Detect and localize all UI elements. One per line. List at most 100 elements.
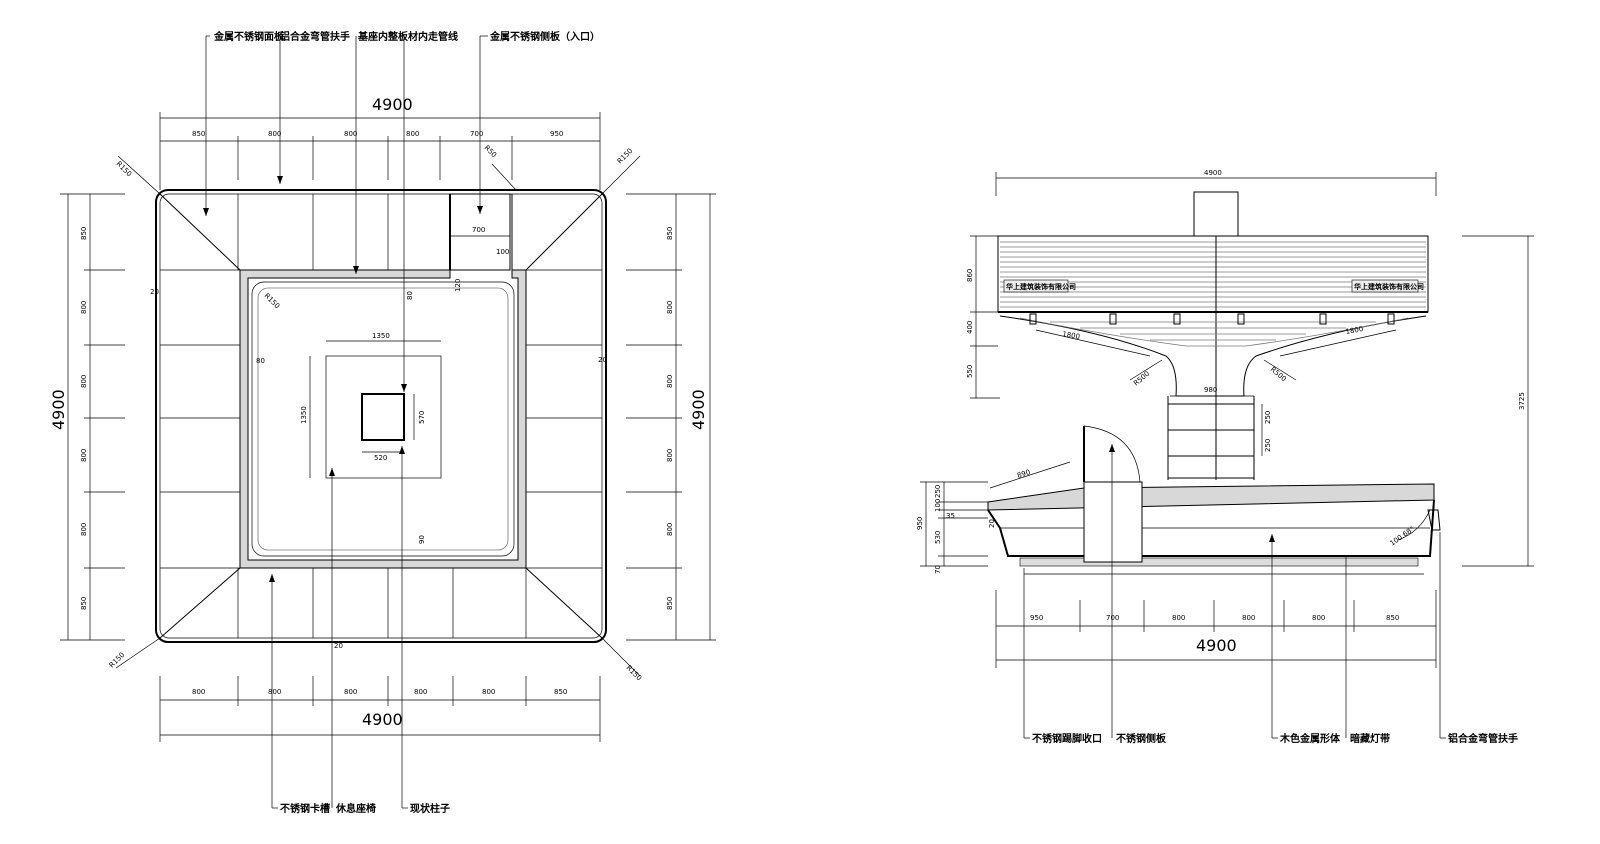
plan-top-overall: 4900 — [372, 95, 413, 114]
callout-side-panel: 不锈钢侧板 — [1116, 732, 1167, 745]
plan-left-seg-4: 800 — [80, 523, 88, 536]
callout-steel-panel: 金属不锈钢面板 — [213, 30, 285, 43]
base-body — [987, 499, 1435, 557]
callout-slot: 不锈钢卡槽 — [280, 802, 330, 815]
plan-right-dims — [626, 193, 716, 641]
callout-column: 现状柱子 — [410, 802, 450, 815]
plan-bottom-seg-2: 800 — [344, 688, 357, 696]
base-top-surface — [987, 483, 1435, 511]
elev-bottom-overall: 4900 — [1196, 636, 1237, 655]
inner-seat-edge — [251, 281, 515, 557]
arrow-4 — [401, 384, 407, 392]
arrow-1 — [203, 208, 209, 216]
plan-left-dims — [60, 193, 125, 641]
callout-pipe: 基座内整板材内走管线 — [357, 30, 458, 43]
bench-len-line — [989, 461, 1071, 489]
plan-bottom-dims — [159, 676, 601, 742]
angle-label: 100.68° — [1389, 525, 1417, 548]
elev-bottom-dims — [995, 590, 1437, 668]
sign-right: 华上建筑装饰有限公司 — [1354, 282, 1424, 291]
dim-120: 120 — [454, 279, 462, 292]
callout-entrance-panel: 金属不锈钢侧板（入口） — [489, 30, 600, 43]
plan-bottom-seg-5: 850 — [554, 688, 567, 696]
canopy-hatch — [1050, 321, 1376, 341]
arrow-e2 — [1269, 534, 1275, 542]
plan-left-seg-3: 800 — [80, 449, 88, 462]
arrow-e1 — [1109, 444, 1115, 452]
r50-label: R50 — [483, 144, 498, 159]
elev-left-top-dims — [970, 235, 1000, 399]
callout-wood-metal: 木色金属形体 — [1279, 732, 1341, 745]
plan-bottom-seg-3: 800 — [414, 688, 427, 696]
dim-left-20: 20 — [150, 288, 159, 296]
dim-1350-h: 1350 — [372, 332, 390, 340]
elev-top-overall: 4900 — [1204, 169, 1222, 177]
inner-r-label: R150 — [263, 292, 282, 311]
callout-rail: 铝合金弯管扶手 — [1448, 732, 1518, 745]
canopy-slats — [1000, 241, 1426, 308]
door-swing — [1083, 425, 1141, 483]
dim-100: 100 — [496, 248, 509, 256]
arrow-6 — [269, 574, 275, 582]
elevation-view: 华上建筑装饰有限公司 华上建筑装饰有限公司 4900 — [916, 169, 1534, 745]
dim-right-20: 20 — [598, 356, 607, 364]
elev-seg-2: 800 — [1172, 614, 1185, 622]
corner-diag-br — [525, 567, 603, 639]
r-label-tl: R150 — [115, 160, 134, 179]
plan-left-seg-1: 800 — [80, 301, 88, 314]
r500-left: R500 — [1132, 370, 1151, 388]
plan-outer-edge — [155, 189, 607, 643]
dim-980: 980 — [1204, 386, 1217, 394]
plan-right-seg-1: 800 — [666, 301, 674, 314]
elev-dim-860: 860 — [966, 269, 974, 282]
plan-top-seg-2: 800 — [344, 130, 357, 138]
r500-right-leader — [1263, 359, 1297, 381]
arrow-3 — [353, 266, 359, 274]
r-label-br: R150 — [625, 664, 644, 683]
elev-left-bottom-dims — [920, 481, 988, 567]
elev-height: 3725 — [1518, 392, 1526, 410]
arm-left-label: 1800 — [1062, 330, 1081, 341]
elev-callout-leaders — [1023, 444, 1446, 739]
sign-left-box — [1003, 279, 1069, 293]
dim-570: 570 — [418, 411, 426, 424]
elev-seg-1: 700 — [1106, 614, 1119, 622]
plan-bottom-seg-1: 800 — [268, 688, 281, 696]
plan-top-seg-0: 850 — [192, 130, 205, 138]
dim-bottom-90: 90 — [418, 535, 426, 544]
plan-left-overall: 4900 — [49, 389, 68, 430]
plan-left-seg-5: 850 — [80, 597, 88, 610]
arm-right-label: 1800 — [1345, 325, 1364, 336]
arrow-7 — [329, 468, 335, 476]
plan-left-seg-2: 800 — [80, 375, 88, 388]
inner-square — [325, 355, 442, 479]
ladder — [1167, 396, 1255, 480]
step-250b: 250 — [1264, 439, 1272, 452]
seat-band — [239, 269, 527, 569]
sign-right-box — [1351, 279, 1419, 293]
sign-left: 华上建筑装饰有限公司 — [1006, 282, 1076, 291]
bottom-callout-leaders — [271, 446, 408, 809]
dim-1350-v: 1350 — [300, 406, 308, 424]
corner-diag-bl — [159, 567, 241, 639]
elev-seg-0: 950 — [1030, 614, 1043, 622]
r-leader-br — [601, 637, 641, 677]
plan-right-seg-0: 850 — [666, 227, 674, 240]
callout-bench: 休息座椅 — [335, 802, 376, 815]
bench-len: 890 — [1016, 468, 1031, 480]
r500-right: R500 — [1269, 365, 1288, 383]
base-kick — [1019, 557, 1419, 567]
elev-seg-5: 850 — [1386, 614, 1399, 622]
top-callout-leaders — [205, 35, 488, 392]
plan-right-overall: 4900 — [689, 389, 708, 430]
callout-kick: 不锈钢踢脚收口 — [1032, 732, 1102, 745]
canopy-fixtures — [1029, 313, 1395, 325]
r50-leader — [491, 163, 517, 191]
r-leader-tr — [601, 155, 641, 195]
